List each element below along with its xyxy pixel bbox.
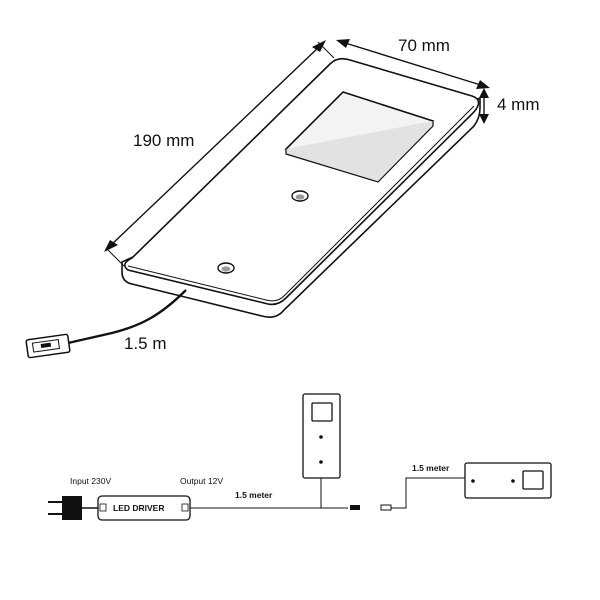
dimension-length: 190 mm [104,40,335,267]
length-label: 190 mm [133,131,194,150]
cable-label-1: 1.5 meter [235,490,273,500]
connector-plug [25,333,71,359]
cable-connector [350,504,392,511]
width-label: 70 mm [398,36,450,55]
dimension-height: 4 mm [479,88,540,124]
wiring-diagram: Input 230V LED DRIVER Output 12V 1.5 met… [48,393,552,521]
cable-length-label: 1.5 m [124,334,167,353]
led-panel-light [121,57,481,318]
input-label: Input 230V [70,476,111,486]
cable-label-2: 1.5 meter [412,463,450,473]
light-unit-horizontal [464,462,552,499]
led-driver: LED DRIVER [97,495,191,521]
height-label: 4 mm [497,95,540,114]
panel-cable: 1.5 m [25,289,187,359]
dimension-width: 70 mm [336,36,490,89]
light-unit-vertical [302,393,341,508]
mains-plug [48,496,98,520]
screw-hole-upper [291,190,309,202]
light-lens [284,91,435,183]
driver-label: LED DRIVER [113,503,164,513]
screw-hole-lower [217,262,235,274]
output-label: Output 12V [180,476,223,486]
